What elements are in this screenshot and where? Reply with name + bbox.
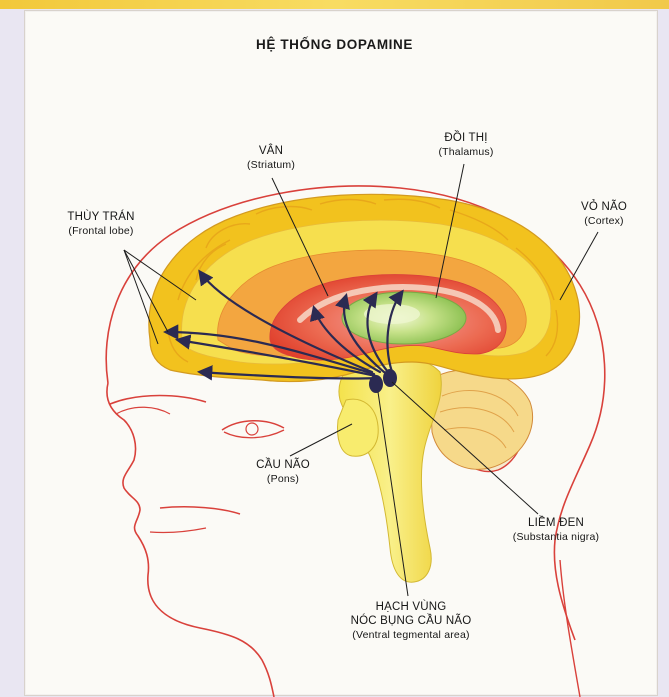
label-substantia-nigra-vi: LIỀM ĐEN bbox=[484, 516, 628, 530]
label-vta-vi-line1: HẠCH VÙNG bbox=[306, 600, 516, 614]
brainstem bbox=[339, 355, 441, 582]
label-pons: CẦU NÃO (Pons) bbox=[238, 458, 328, 486]
label-striatum: VÂN (Striatum) bbox=[226, 144, 316, 172]
label-substantia-nigra-en: (Substantia nigra) bbox=[484, 530, 628, 544]
eye-icon bbox=[110, 396, 284, 438]
label-frontal-lobe-en: (Frontal lobe) bbox=[46, 224, 156, 238]
label-pons-vi: CẦU NÃO bbox=[238, 458, 328, 472]
mouth-icon bbox=[150, 507, 240, 533]
cerebellum bbox=[430, 370, 533, 470]
label-thalamus-vi: ĐỒI THỊ bbox=[414, 131, 518, 145]
diagram-title: HỆ THỐNG DOPAMINE bbox=[0, 37, 669, 52]
label-cortex-vi: VỎ NÃO bbox=[562, 200, 646, 214]
label-frontal-lobe: THÙY TRÁN (Frontal lobe) bbox=[46, 210, 156, 238]
label-cortex-en: (Cortex) bbox=[562, 214, 646, 228]
vta-nucleus bbox=[369, 375, 383, 393]
label-pons-en: (Pons) bbox=[238, 472, 328, 486]
label-vta-en: (Ventral tegmental area) bbox=[306, 628, 516, 642]
label-cortex: VỎ NÃO (Cortex) bbox=[562, 200, 646, 228]
label-frontal-lobe-vi: THÙY TRÁN bbox=[46, 210, 156, 224]
label-thalamus: ĐỒI THỊ (Thalamus) bbox=[414, 131, 518, 159]
label-substantia-nigra: LIỀM ĐEN (Substantia nigra) bbox=[484, 516, 628, 544]
label-thalamus-en: (Thalamus) bbox=[414, 145, 518, 159]
face-profile bbox=[107, 383, 274, 697]
label-vta-vi-line2: NÓC BỤNG CẦU NÃO bbox=[306, 614, 516, 628]
label-striatum-vi: VÂN bbox=[226, 144, 316, 158]
label-ventral-tegmental-area: HẠCH VÙNG NÓC BỤNG CẦU NÃO (Ventral tegm… bbox=[306, 600, 516, 642]
label-striatum-en: (Striatum) bbox=[226, 158, 316, 172]
